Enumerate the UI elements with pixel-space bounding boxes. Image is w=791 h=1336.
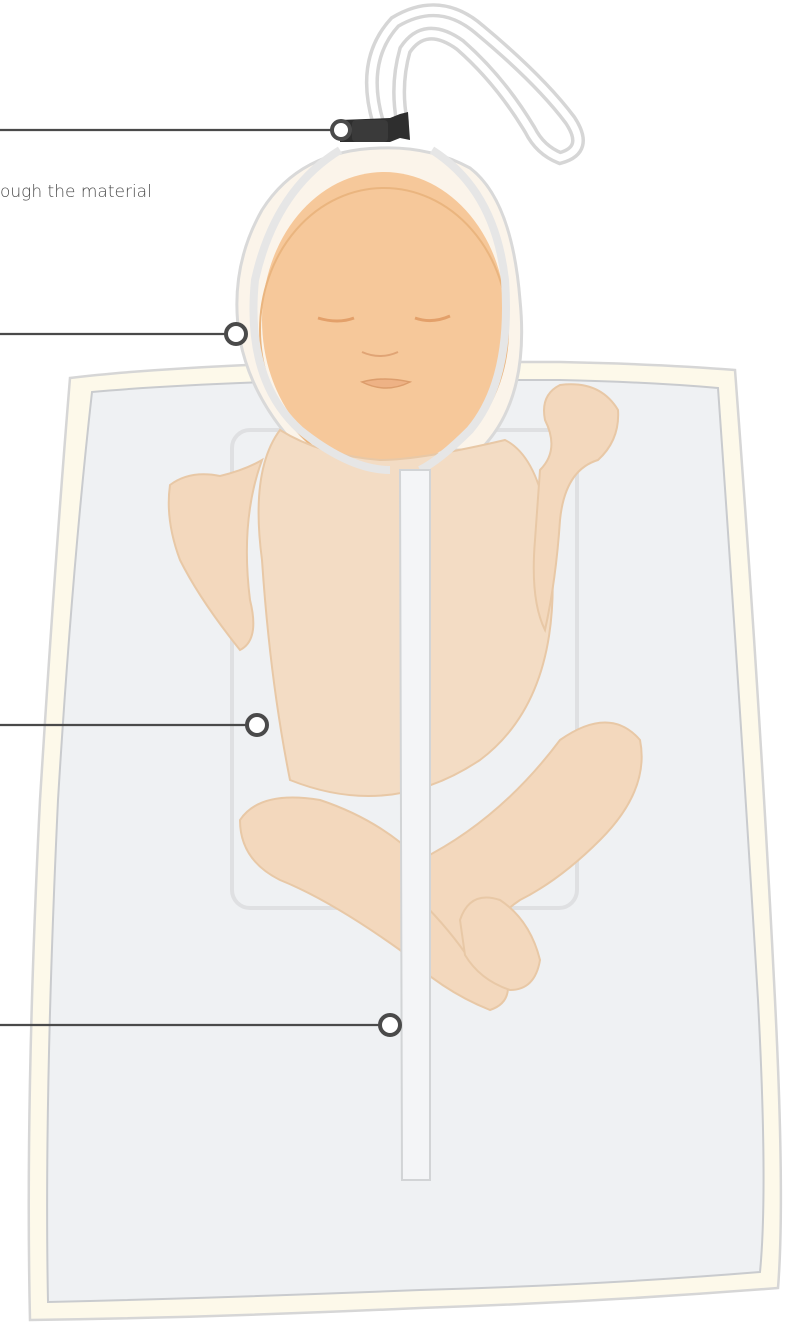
center-strip — [400, 470, 430, 1180]
callout-caption: ough the material — [0, 182, 152, 202]
callout-marker-2 — [226, 324, 246, 344]
callout-marker-1 — [332, 121, 350, 139]
callout-marker-3 — [247, 715, 267, 735]
callout-marker-4 — [380, 1015, 400, 1035]
